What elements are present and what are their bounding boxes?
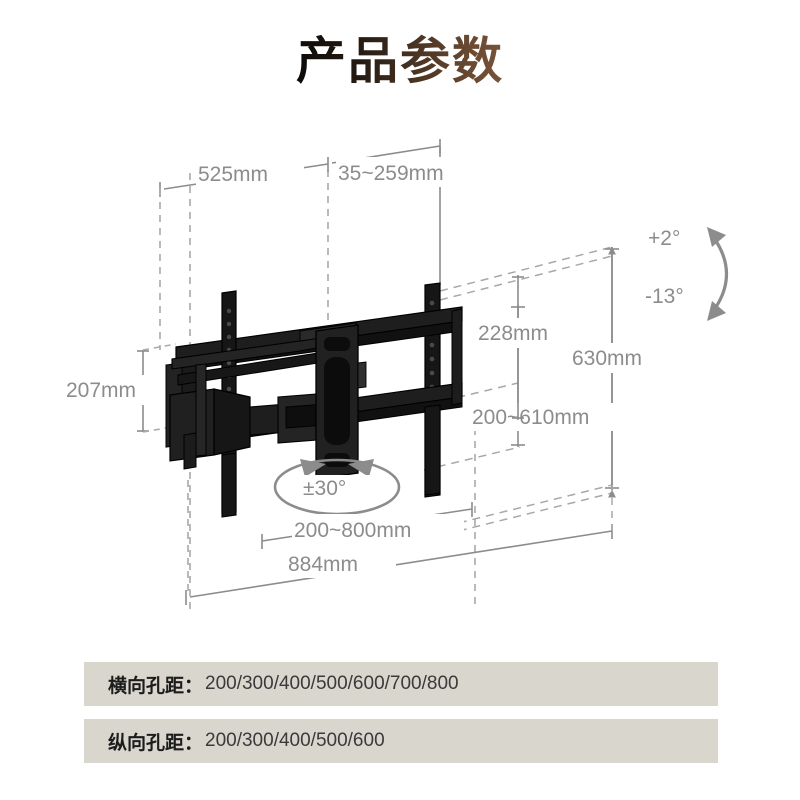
page-title: 产品参数 xyxy=(296,32,504,90)
dimension-panel-width: 884mm xyxy=(185,524,613,605)
dimension-label-bracket-height: 207mm xyxy=(66,379,136,402)
tv-wall-mount-illustration xyxy=(165,282,463,518)
spec-list: 横向孔距： 200/300/400/500/600/700/800 纵向孔距： … xyxy=(84,662,718,776)
dimension-label-vesa-width: 200~800mm xyxy=(294,519,411,542)
tilt-arrow-icon xyxy=(707,227,728,321)
spec-row-horizontal-hole-pitch: 横向孔距： 200/300/400/500/600/700/800 xyxy=(84,662,718,706)
mount-lower-left-support xyxy=(183,432,197,470)
spec-row-vertical-hole-pitch: 纵向孔距： 200/300/400/500/600 xyxy=(84,719,718,763)
dimension-bracket-height: 207mm xyxy=(64,343,179,433)
tilt-angle-indicator: +2° -13° xyxy=(645,227,728,321)
spec-label-vertical-hole-pitch: 纵向孔距： xyxy=(108,731,204,754)
mount-right-rail-foot xyxy=(424,404,441,496)
dimension-screen-height: 200~610mm xyxy=(470,305,620,447)
dimension-depth-extended: 525mm xyxy=(159,157,329,197)
spec-value-vertical-hole-pitch: 200/300/400/500/600 xyxy=(205,730,385,751)
dimension-label-depth-retracted: 35~259mm xyxy=(338,162,444,185)
dimension-label-vesa-height: 228mm xyxy=(478,322,548,345)
dimension-label-depth-extended: 525mm xyxy=(198,163,268,186)
perspective-rails-top xyxy=(439,246,613,301)
swivel-angle-indicator: ±30° xyxy=(273,458,401,516)
dimension-label-panel-height: 630mm xyxy=(572,347,642,370)
dimension-label-screen-height: 200~610mm xyxy=(472,406,589,429)
dimension-label-panel-width: 884mm xyxy=(288,553,358,576)
mount-left-rail-foot xyxy=(221,452,237,518)
spec-label-horizontal-hole-pitch: 横向孔距： xyxy=(108,674,204,697)
mount-frame-right-edge xyxy=(451,308,463,406)
product-dimension-diagram: 630mm 200~610mm 228mm +2° -13° xyxy=(0,125,800,645)
tilt-up-label: +2° xyxy=(648,227,680,250)
tilt-down-label: -13° xyxy=(645,285,684,308)
dimension-panel-height: 630mm xyxy=(568,246,672,498)
page-title-wrapper: 产品参数 xyxy=(0,34,800,89)
mount-inner-rail-left xyxy=(195,363,207,457)
dimension-vesa-height: 228mm xyxy=(476,275,572,420)
dimension-vesa-width: 200~800mm xyxy=(261,502,473,549)
dimension-depth-retracted: 35~259mm xyxy=(331,139,516,285)
swivel-angle-label: ±30° xyxy=(303,477,346,500)
mount-pivot-plate xyxy=(315,324,367,480)
spec-value-horizontal-hole-pitch: 200/300/400/500/600/700/800 xyxy=(205,673,459,694)
